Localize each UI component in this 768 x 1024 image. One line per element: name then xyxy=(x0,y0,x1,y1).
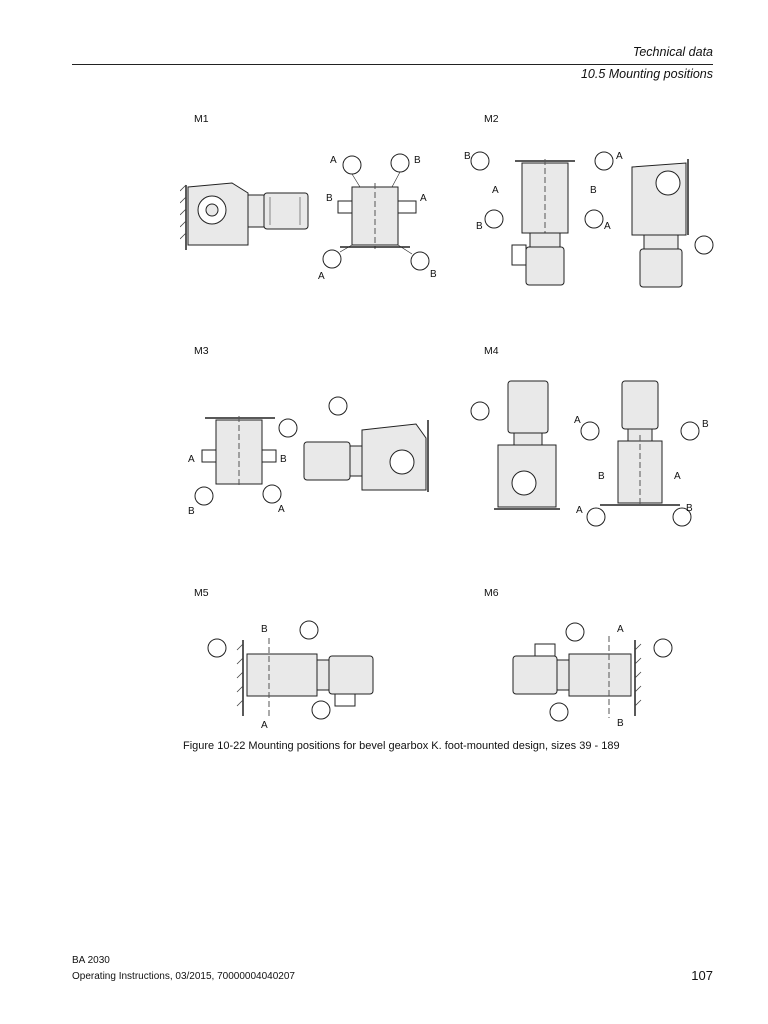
panel-label-m3: M3 xyxy=(194,345,209,357)
gearbox-drawing-m3: A B B A xyxy=(188,396,429,517)
marker-b: B xyxy=(702,419,709,430)
panel-label-m2: M2 xyxy=(484,113,499,125)
marker-b: B xyxy=(261,624,268,635)
marker-a: A xyxy=(576,505,583,516)
marker-b: B xyxy=(280,454,287,465)
marker-b: B xyxy=(188,506,195,517)
marker-b: B xyxy=(414,155,421,166)
panel-label-m4: M4 xyxy=(484,345,499,357)
marker-a: A xyxy=(420,193,427,204)
marker-a: A xyxy=(188,454,195,465)
marker-b: B xyxy=(464,151,471,162)
figure-caption: Figure 10-22 Mounting positions for beve… xyxy=(183,740,620,752)
marker-b: B xyxy=(326,193,333,204)
gearbox-drawing-m5: B A xyxy=(207,620,374,731)
marker-a: A xyxy=(674,471,681,482)
marker-a: A xyxy=(278,504,285,515)
running-header-subsection: 10.5 Mounting positions xyxy=(580,67,713,81)
marker-b: B xyxy=(686,503,693,514)
marker-b: B xyxy=(598,471,605,482)
marker-a: A xyxy=(318,271,325,282)
marker-a: A xyxy=(616,151,623,162)
marker-b: B xyxy=(590,185,597,196)
gearbox-drawing-m2: B A A B B A xyxy=(464,151,714,288)
marker-a: A xyxy=(617,624,624,635)
page-number: 107 xyxy=(691,968,713,983)
marker-a: A xyxy=(261,720,268,731)
marker-a: A xyxy=(492,185,499,196)
gearbox-drawing-m1: A B B A A B xyxy=(180,153,437,282)
marker-a: A xyxy=(574,415,581,426)
marker-a: A xyxy=(604,221,611,232)
marker-b: B xyxy=(430,269,437,280)
marker-b: B xyxy=(617,718,624,729)
footer-edition: Operating Instructions, 03/2015, 7000000… xyxy=(72,971,295,982)
footer-doc-id: BA 2030 xyxy=(72,955,110,966)
running-header-section: Technical data xyxy=(632,45,713,59)
header-rule xyxy=(72,64,713,65)
panel-label-m1: M1 xyxy=(194,113,209,125)
marker-a: A xyxy=(330,155,337,166)
panel-label-m6: M6 xyxy=(484,587,499,599)
gearbox-drawing-m6: A B xyxy=(512,622,673,729)
panel-label-m5: M5 xyxy=(194,587,209,599)
gearbox-drawing-m4: A B B A A B xyxy=(470,380,709,527)
marker-b: B xyxy=(476,221,483,232)
